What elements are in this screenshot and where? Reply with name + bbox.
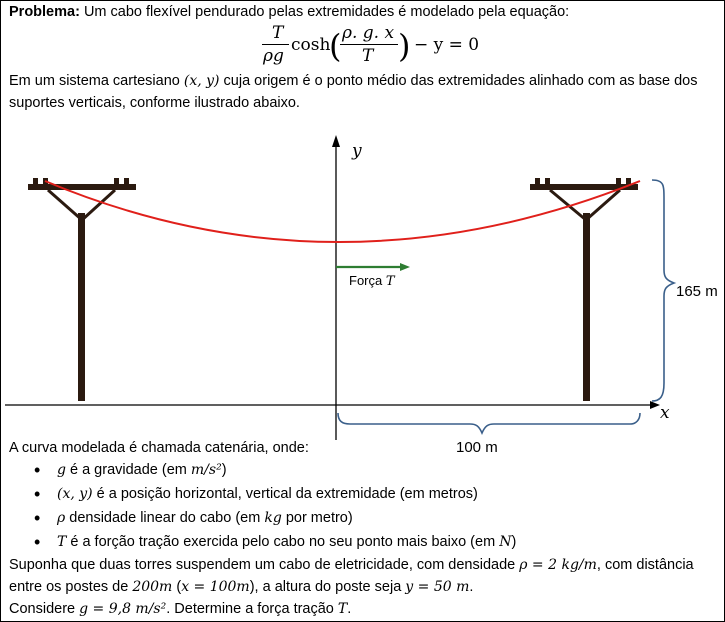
list-item: ρ densidade linear do cabo (em kg por me… (57, 508, 353, 528)
x-axis-arrow (650, 401, 660, 409)
list-item: T é a forção tração exercida pelo cabo n… (57, 532, 516, 552)
y-axis-label: y (352, 141, 362, 161)
item-post: ) (221, 462, 227, 478)
item-unit: kg (264, 510, 282, 526)
statement-text: ( (172, 579, 182, 595)
intro-text-a: Em um sistema cartesiano (9, 73, 184, 89)
problem-label: Problema: (9, 4, 80, 20)
statement-distance: 200m (132, 579, 173, 595)
statement-line-1: Suponha que duas torres suspendem um cab… (9, 555, 694, 575)
eq-rparen: ) (398, 27, 411, 65)
statement-line-3: Considere g = 9,8 m/s². Determine a forç… (9, 599, 351, 619)
eq-numerator: T (272, 23, 284, 43)
eq-lparen: ( (329, 27, 342, 65)
statement-text: . (469, 579, 474, 595)
item-var: (x, y) (57, 486, 93, 502)
force-arrowhead (400, 263, 410, 271)
eq-rest: − y = 0 (414, 35, 480, 55)
bullet-icon: • (34, 460, 41, 480)
item-text: densidade linear do cabo (em (65, 510, 265, 526)
item-unit: m/s² (190, 462, 222, 478)
width-label: 100 m (456, 439, 498, 456)
force-label-text: Força (349, 273, 386, 288)
list-item: g é a gravidade (em m/s²) (57, 460, 227, 480)
eq-arg-bar (340, 44, 398, 45)
force-label-var: T (385, 274, 395, 289)
statement-gravity: g = 9,8 m/s² (79, 601, 167, 617)
statement-text: . Determine a força tração (166, 601, 338, 617)
statement-text: . (347, 601, 352, 617)
statement-y: y = 50 m (405, 579, 470, 595)
statement-x: x = 100m (181, 579, 250, 595)
definitions-intro: A curva modelada é chamada catenária, on… (9, 440, 309, 456)
statement-text: Considere (9, 601, 80, 617)
list-item: (x, y) é a posição horizontal, vertical … (57, 484, 478, 504)
statement-density: ρ = 2 kg/m (519, 557, 597, 573)
eq-denominator: ρg (263, 46, 284, 66)
eq-arg-numerator: ρ. g. x (342, 23, 395, 43)
statement-tension: T (337, 601, 348, 617)
item-var: g (57, 462, 66, 478)
item-unit: N (499, 534, 512, 550)
statement-text: ), a altura do poste seja (249, 579, 406, 595)
cable-curve (44, 180, 641, 243)
statement-text: Suponha que duas torres suspendem um cab… (9, 557, 520, 573)
statement-text: , com distância (596, 557, 694, 573)
intro-line-2: suportes verticais, conforme ilustrado a… (9, 95, 300, 111)
statement-line-2: entre os postes de 200m (x = 100m), a al… (9, 577, 473, 597)
catenary-figure (5, 135, 677, 440)
intro-coords: (x, y) (183, 73, 220, 89)
height-label: 165 m (676, 283, 718, 300)
bullet-icon: • (34, 508, 41, 528)
eq-cosh: cosh (291, 35, 331, 55)
bullet-icon: • (34, 484, 41, 504)
force-label: Força T (349, 273, 395, 289)
bullet-icon: • (34, 532, 41, 552)
right-pole (530, 178, 638, 401)
width-brace (337, 412, 641, 436)
eq-fraction-bar (262, 44, 289, 45)
item-var: ρ (57, 510, 66, 526)
eq-arg-denominator: T (362, 46, 374, 66)
problem-line: Problema: Um cabo flexível pendurado pel… (9, 2, 569, 22)
height-brace (651, 179, 677, 402)
y-axis-arrow (332, 135, 340, 147)
intro-text-b: cuja origem é o ponto médio das extremid… (219, 73, 698, 89)
item-text: é a posição horizontal, vertical da extr… (92, 486, 478, 502)
x-axis-label: x (660, 403, 670, 423)
item-var: T (57, 534, 67, 550)
intro-line-1: Em um sistema cartesiano (x, y) cuja ori… (9, 71, 698, 91)
problem-text: Um cabo flexível pendurado pelas extremi… (79, 4, 570, 20)
item-post: ) (511, 534, 517, 550)
statement-text: entre os postes de (9, 579, 133, 595)
item-post: por metro) (281, 510, 353, 526)
item-text: é a gravidade (em (65, 462, 191, 478)
item-text: é a forção tração exercida pelo cabo no … (66, 534, 500, 550)
left-pole (28, 178, 136, 401)
